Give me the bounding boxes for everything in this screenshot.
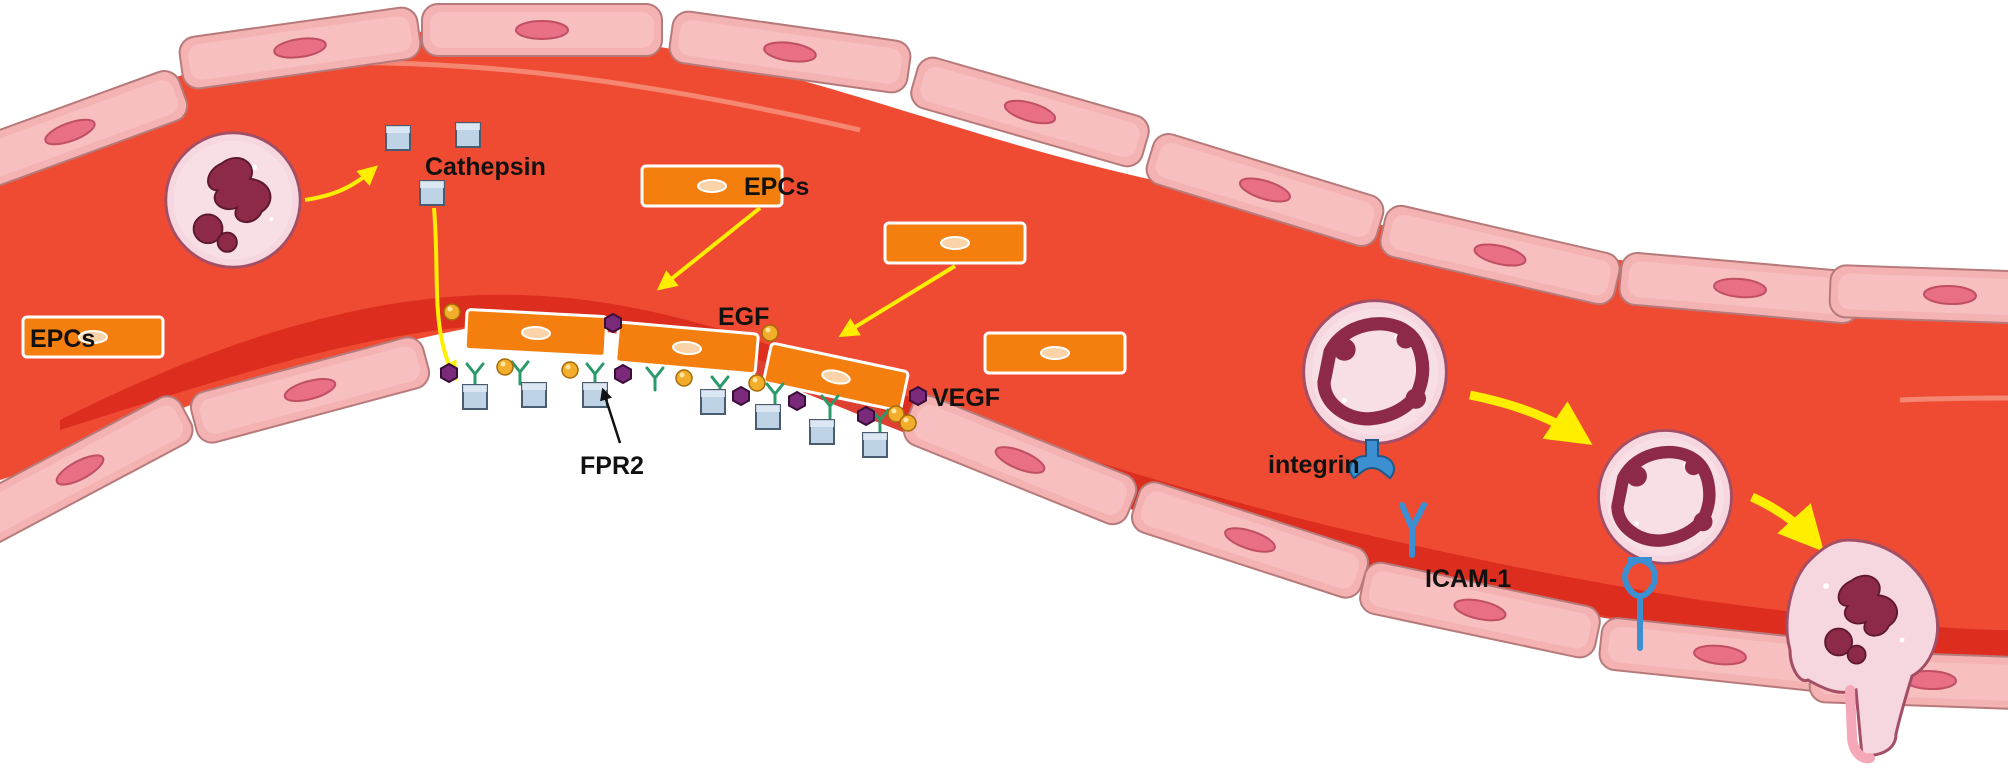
bound-integrin-icam1-icon <box>1622 556 1658 651</box>
cathepsin-square-icon <box>385 125 411 151</box>
vegf-label: VEGF <box>932 384 1000 412</box>
epc-arrow <box>838 264 957 338</box>
cathepsin-down-arrow <box>432 207 457 382</box>
integrin-label: integrin <box>1268 451 1360 479</box>
epc-cell-icon <box>883 221 1027 265</box>
icam1-label: ICAM-1 <box>1425 565 1511 593</box>
epc-arrow <box>656 206 762 291</box>
cathepsin-label: Cathepsin <box>425 153 546 181</box>
neutrophil-icon <box>1302 299 1448 445</box>
epcs-left-label: EPCs <box>30 325 95 353</box>
epc-cell-icon <box>983 331 1127 375</box>
transmigrating-neutrophil-icon <box>1785 538 1939 764</box>
icam1-icon <box>1399 502 1427 558</box>
neutrophil-icon <box>164 131 302 269</box>
egf-label: EGF <box>718 303 769 331</box>
vessel-highlight <box>1899 395 2008 403</box>
adhesion-arrow <box>1750 492 1825 552</box>
neutrophil-icon <box>1597 429 1733 565</box>
fpr2-label: FPR2 <box>580 452 644 480</box>
fpr2-pointer-arrow <box>600 387 622 444</box>
adhered-epc-icon <box>463 307 609 359</box>
epcs-top-label: EPCs <box>744 173 809 201</box>
rolling-arrow <box>1469 390 1593 445</box>
cathepsin-square-icon <box>455 122 481 148</box>
cathepsin-square-icon <box>419 180 445 206</box>
integrin-icon <box>1349 439 1395 480</box>
neutrophil-to-cathepsin-arrow <box>304 165 379 202</box>
